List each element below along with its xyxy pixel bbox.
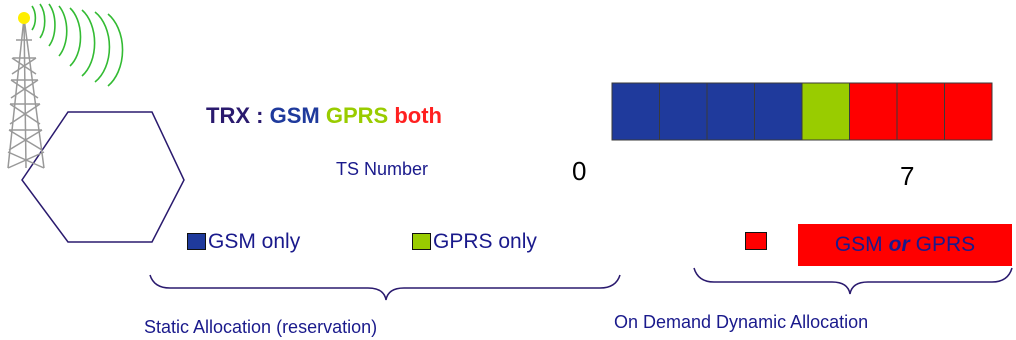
timeslot-3 xyxy=(754,82,803,141)
trx-title: TRX : GSM GPRS both xyxy=(206,103,442,129)
gprs-only-swatch xyxy=(412,233,431,250)
static-allocation-caption: Static Allocation (reservation) xyxy=(144,317,378,337)
timeslot-2 xyxy=(706,82,755,141)
radio-waves-icon xyxy=(31,3,124,87)
antenna-emitter-icon xyxy=(18,12,30,24)
ts-end-number: 7 xyxy=(900,161,915,191)
timeslot-5 xyxy=(849,82,898,141)
trx-gsm-label: GSM xyxy=(269,103,320,128)
cell-hexagon xyxy=(21,111,185,243)
timeslot-4 xyxy=(801,82,850,141)
ts-start-number: 0 xyxy=(572,156,587,186)
trx-prefix: TRX : xyxy=(206,103,264,128)
timeslot-bar xyxy=(611,82,993,141)
timeslot-0 xyxy=(611,82,660,141)
gsm-or-gprs-swatch xyxy=(745,232,767,250)
gsm-or-gprs-part1: GSM xyxy=(834,233,883,256)
gsm-or-gprs-part2: GPRS xyxy=(915,233,976,256)
gsm-only-swatch xyxy=(187,233,206,250)
dynamic-allocation-brace xyxy=(693,267,1013,295)
timeslot-1 xyxy=(659,82,708,141)
static-allocation-brace xyxy=(149,274,621,301)
trx-both-label: both xyxy=(394,103,442,128)
trx-gprs-label: GPRS xyxy=(325,103,389,128)
timeslot-7 xyxy=(944,82,993,141)
timeslot-6 xyxy=(896,82,945,141)
antenna-tower-icon xyxy=(7,17,45,169)
gprs-only-label: GPRS only xyxy=(433,230,537,253)
gsm-or-gprs-or: or xyxy=(888,233,910,256)
gsm-or-gprs-box: GSM or GPRS xyxy=(798,224,1012,266)
gsm-only-label: GSM only xyxy=(208,230,301,253)
ts-number-label: TS Number xyxy=(336,159,429,179)
dynamic-allocation-caption: On Demand Dynamic Allocation xyxy=(614,312,869,332)
